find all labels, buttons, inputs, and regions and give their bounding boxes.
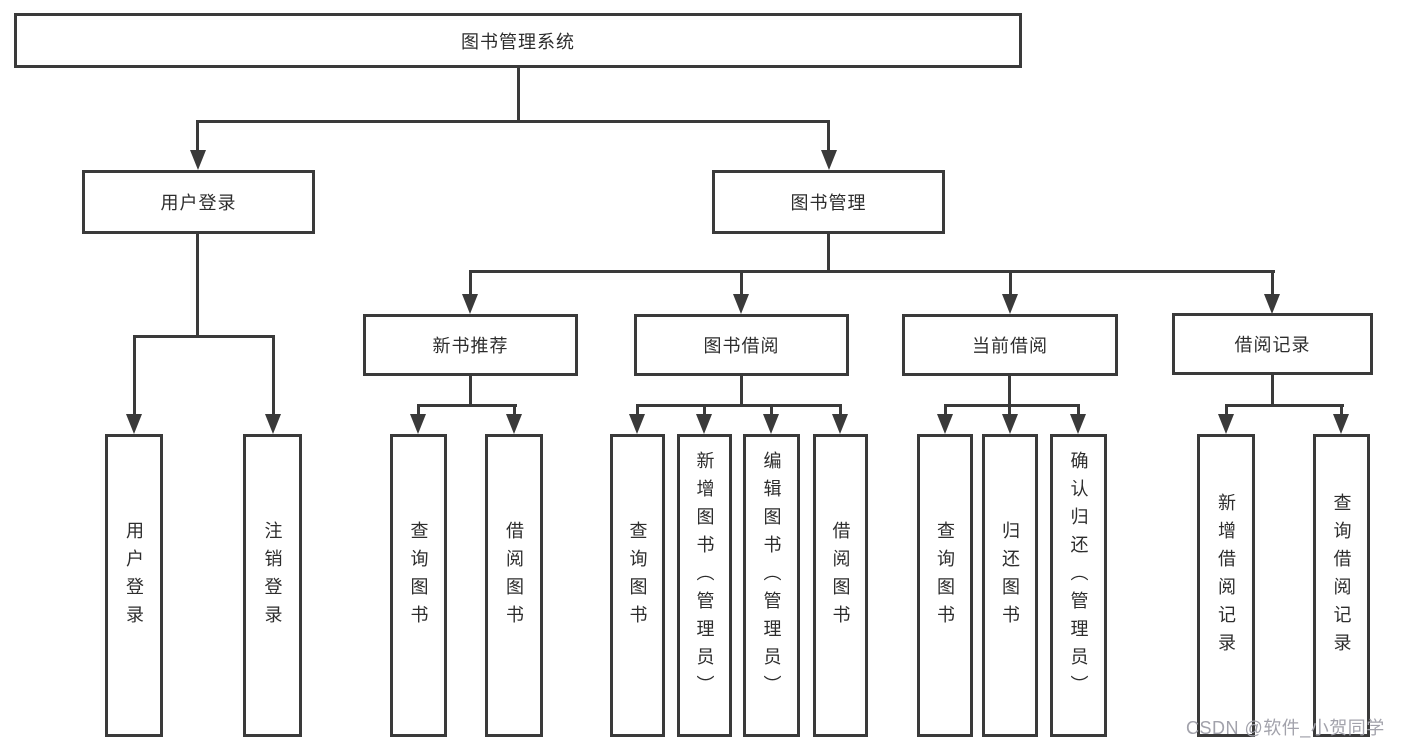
line-segment (196, 120, 830, 123)
leaf-current-query: 查询图书 (917, 434, 973, 737)
arrowhead (1264, 294, 1280, 314)
arrowhead (1002, 414, 1018, 434)
line-segment (1009, 270, 1012, 298)
leaf-borrow-edit-admin: 编辑图书（管理员） (743, 434, 800, 737)
line-segment (1225, 404, 1228, 418)
line-segment (196, 234, 199, 338)
leaf-borrow-query: 查询图书 (610, 434, 665, 737)
arrowhead (265, 414, 281, 434)
line-segment (703, 404, 706, 418)
node-library-system: 图书管理系统 (14, 13, 1022, 68)
arrowhead (1333, 414, 1349, 434)
arrowhead (190, 150, 206, 170)
arrowhead (410, 414, 426, 434)
line-segment (469, 270, 472, 298)
line-segment (133, 335, 136, 418)
line-segment (770, 404, 773, 418)
leaf-label: 新增图书（管理员） (694, 450, 715, 703)
arrowhead (937, 414, 953, 434)
node-label: 图书管理系统 (461, 31, 575, 52)
leaf-label: 查询图书 (627, 520, 648, 633)
line-segment (1008, 376, 1011, 407)
line-segment (944, 404, 1080, 407)
leaf-record-query: 查询借阅记录 (1313, 434, 1370, 737)
arrowhead (1218, 414, 1234, 434)
leaf-newbook-query: 查询图书 (390, 434, 447, 737)
leaf-newbook-borrow: 借阅图书 (485, 434, 543, 737)
node-book-management: 图书管理 (712, 170, 945, 234)
leaf-label: 查询图书 (935, 520, 955, 633)
line-segment (513, 404, 516, 418)
arrowhead (126, 414, 142, 434)
leaf-label: 借阅图书 (830, 520, 851, 633)
node-label: 用户登录 (160, 193, 237, 213)
leaf-current-return: 归还图书 (982, 434, 1038, 737)
line-segment (133, 335, 275, 338)
arrowhead (733, 294, 749, 314)
line-segment (827, 120, 830, 154)
leaf-label: 借阅图书 (504, 520, 524, 633)
node-label: 当前借阅 (972, 336, 1048, 356)
leaf-record-add: 新增借阅记录 (1197, 434, 1255, 737)
node-label: 图书管理 (790, 193, 867, 213)
line-segment (417, 404, 420, 418)
line-segment (517, 68, 520, 123)
leaf-label: 确认归还（管理员） (1068, 450, 1089, 703)
leaf-logout: 注销登录 (243, 434, 302, 737)
leaf-borrow-add-admin: 新增图书（管理员） (677, 434, 732, 737)
arrowhead (1070, 414, 1086, 434)
line-segment (636, 404, 841, 407)
node-label: 借阅记录 (1234, 335, 1311, 355)
node-current-borrow: 当前借阅 (902, 314, 1118, 376)
leaf-current-confirm-admin: 确认归还（管理员） (1050, 434, 1107, 737)
leaf-label: 用户登录 (124, 520, 144, 633)
node-new-book-recommend: 新书推荐 (363, 314, 578, 376)
arrowhead (832, 414, 848, 434)
csdn-watermark: CSDN @软件_小贺同学 (1186, 718, 1385, 738)
arrowhead (696, 414, 712, 434)
line-segment (636, 404, 639, 418)
line-segment (1271, 270, 1274, 298)
leaf-borrow-book: 借阅图书 (813, 434, 868, 737)
leaf-label: 查询图书 (408, 520, 429, 633)
leaf-label: 编辑图书（管理员） (761, 450, 782, 703)
line-segment (1008, 404, 1011, 418)
line-segment (740, 270, 743, 298)
leaf-user-login: 用户登录 (105, 434, 163, 737)
node-label: 新书推荐 (432, 336, 509, 356)
line-segment (944, 404, 947, 418)
line-segment (196, 120, 199, 154)
line-segment (740, 376, 743, 407)
line-segment (469, 376, 472, 407)
arrowhead (1002, 294, 1018, 314)
leaf-label: 新增借阅记录 (1216, 492, 1236, 661)
leaf-label: 归还图书 (1000, 520, 1020, 633)
line-segment (469, 270, 1275, 273)
arrowhead (763, 414, 779, 434)
line-segment (839, 404, 842, 418)
node-label: 图书借阅 (703, 336, 780, 356)
leaf-label: 查询借阅记录 (1331, 492, 1352, 661)
line-segment (1340, 404, 1343, 418)
line-segment (272, 335, 275, 418)
arrowhead (506, 414, 522, 434)
leaf-label: 注销登录 (262, 520, 283, 633)
line-segment (1225, 404, 1344, 407)
line-segment (827, 234, 830, 273)
line-segment (1271, 375, 1274, 407)
node-user-login: 用户登录 (82, 170, 315, 234)
line-segment (1077, 404, 1080, 418)
arrowhead (821, 150, 837, 170)
node-borrow-record: 借阅记录 (1172, 313, 1373, 375)
arrowhead (629, 414, 645, 434)
line-segment (417, 404, 517, 407)
node-book-borrow: 图书借阅 (634, 314, 849, 376)
arrowhead (462, 294, 478, 314)
